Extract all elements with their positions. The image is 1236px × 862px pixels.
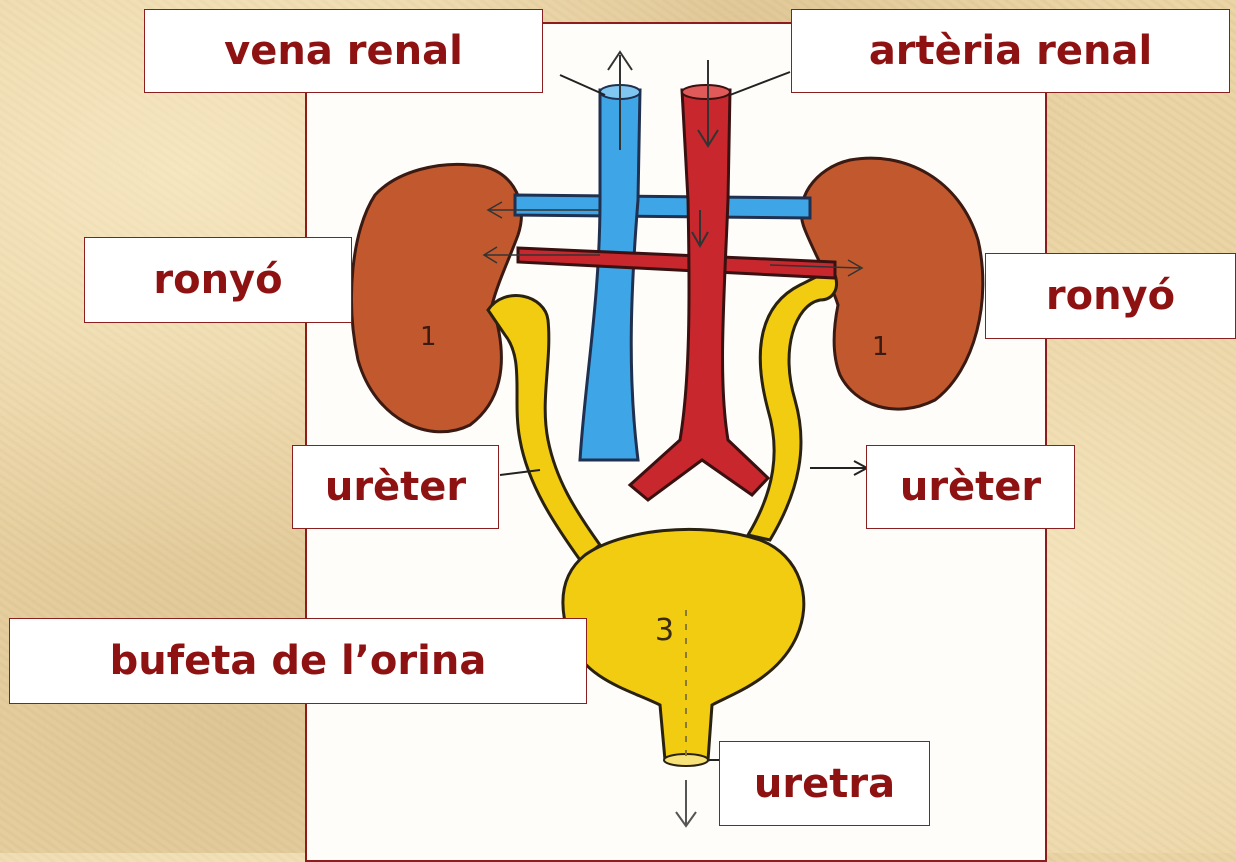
label-ronyo-left: ronyó bbox=[84, 237, 352, 323]
label-arteria-renal: artèria renal bbox=[791, 9, 1230, 93]
vena-cava bbox=[580, 90, 640, 460]
label-ronyo-right: ronyó bbox=[985, 253, 1236, 339]
label-bufeta: bufeta de l’orina bbox=[9, 618, 587, 704]
aorta bbox=[630, 90, 768, 500]
renal-artery-branch bbox=[518, 248, 835, 278]
bladder-number: 3 bbox=[655, 613, 674, 648]
kidney-right-number: 1 bbox=[872, 332, 889, 362]
bladder bbox=[563, 529, 804, 760]
kidney-left bbox=[352, 164, 522, 431]
label-uretra: uretra bbox=[719, 741, 930, 826]
kidney-left-number: 1 bbox=[420, 322, 437, 352]
renal-vein-branch bbox=[515, 195, 810, 218]
label-ureter-left: urèter bbox=[292, 445, 499, 529]
ureter-right bbox=[748, 273, 837, 540]
label-ureter-right: urèter bbox=[866, 445, 1075, 529]
label-vena-renal: vena renal bbox=[144, 9, 543, 93]
